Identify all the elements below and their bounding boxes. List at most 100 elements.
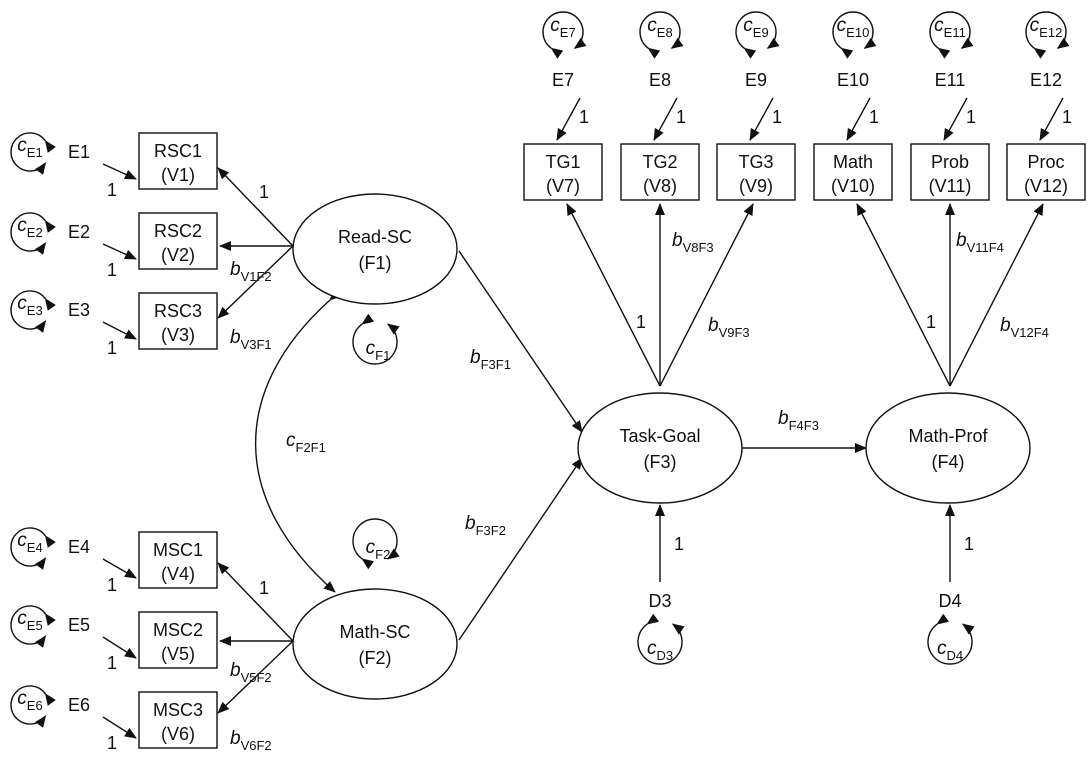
variance-label-e7: cE7 [550,15,575,40]
error-weight-e3: 1 [107,338,117,358]
observed-label-v2: RSC2 [154,221,202,241]
observed-label-v11: Prob [931,152,969,172]
observed-box-v3 [138,292,218,350]
observed-label-v1: RSC1 [154,141,202,161]
observed-code-v7: (V7) [546,176,580,196]
error-arrow-e7 [556,97,581,141]
error-label-e11: E11 [935,70,966,90]
variance-label-e5: cE5 [17,608,42,633]
observed-code-v6: (V6) [161,724,195,744]
latent-code-f4: (F4) [932,452,965,472]
error-arrow-e5 [102,636,137,659]
error-arrow-e12 [1039,97,1064,141]
observed-label-v8: TG2 [642,152,677,172]
observed-code-v1: (V1) [161,165,195,185]
loading-arrow-f1-v1 [217,167,294,247]
error-weight-e4: 1 [107,575,117,595]
variance-loop-e10 [832,11,877,59]
error-label-e7: E7 [552,70,574,90]
error-arrow-e11 [943,97,968,141]
latent-label-f4: Math-Prof [908,426,988,446]
observed-code-v3: (V3) [161,325,195,345]
error-label-e12: E12 [1030,70,1062,90]
path-label-f3f1: bF3F1 [470,347,511,372]
observed-box-v11 [910,143,990,201]
latent-ellipse-f4 [865,392,1031,504]
observed-box-v9 [716,143,796,201]
variance-label-d3: cD3 [647,638,673,663]
variance-label-e1: cE1 [17,135,42,160]
error-weight-e6: 1 [107,733,117,753]
path-label-f4f3: bF4F3 [778,408,819,433]
variance-label-e4: cE4 [17,530,42,555]
observed-box-v8 [620,143,700,201]
variance-loop-e3 [10,290,56,333]
error-weight-e12: 1 [1062,107,1072,127]
error-weight-e2: 1 [107,260,117,280]
loading-weight-f4-v10: 1 [926,312,936,332]
observed-label-v12: Proc [1027,152,1064,172]
variance-label-f1: cF1 [366,338,391,363]
observed-code-v10: (V10) [831,176,875,196]
disturbance-label-d3: D3 [648,591,671,611]
observed-box-v2 [138,212,218,270]
variance-label-e3: cE3 [17,293,42,318]
variance-label-f2: cF2 [366,537,391,562]
error-label-e8: E8 [649,70,671,90]
variance-loop-e12 [1025,11,1070,59]
observed-code-v4: (V4) [161,564,195,584]
loading-arrow-f1-v3 [217,245,294,319]
observed-box-v7 [523,143,603,201]
variance-loop-f1 [352,313,400,365]
latent-ellipse-f1 [292,193,458,305]
loading-arrow-f2-v6 [217,640,294,714]
path-arrow-f1-f3 [458,250,583,433]
loading-label-v6f2: bV6F2 [230,728,272,753]
observed-code-v8: (V8) [643,176,677,196]
error-weight-e1: 1 [107,180,117,200]
variance-loop-e4 [10,527,56,570]
error-arrow-e1 [102,163,137,180]
variance-loop-e2 [10,212,56,255]
error-weight-e10: 1 [869,107,879,127]
observed-box-v1 [138,132,218,190]
observed-code-v2: (V2) [161,245,195,265]
loading-weight-f2-v4: 1 [259,578,269,598]
error-weight-e7: 1 [579,107,589,127]
observed-label-v7: TG1 [545,152,580,172]
variance-label-e8: cE8 [647,15,672,40]
latent-label-f1: Read-SC [338,227,412,247]
latent-code-f3: (F3) [644,452,677,472]
loading-label-v9f3: bV9F3 [708,315,750,340]
loading-arrow-f4-v12 [949,203,1044,387]
disturbance-weight-d3: 1 [674,534,684,554]
error-label-e3: E3 [68,300,90,320]
covariance-arc-f1-f2 [254,288,342,593]
observed-label-v6: MSC3 [153,700,203,720]
loading-label-v5f2: bV5F2 [230,660,272,685]
error-arrow-e6 [102,716,137,739]
variance-label-e6: cE6 [17,688,42,713]
loading-weight-f1-v1: 1 [259,182,269,202]
variance-loop-e1 [10,132,56,175]
disturbance-weight-d4: 1 [964,534,974,554]
error-arrow-e8 [653,97,678,141]
variance-label-e9: cE9 [743,15,768,40]
loading-label-v1f2: bV1F2 [230,259,272,284]
variance-loop-e7 [542,11,587,59]
observed-label-v4: MSC1 [153,540,203,560]
error-label-e2: E2 [68,222,90,242]
error-arrow-e3 [102,321,137,340]
latent-ellipse-f2 [292,588,458,700]
observed-box-v10 [813,143,893,201]
error-weight-e8: 1 [676,107,686,127]
loading-arrow-f3-v9 [659,203,754,387]
variance-loop-e5 [10,605,56,648]
loading-arrow-f2-v4 [217,562,294,642]
disturbance-label-d4: D4 [938,591,961,611]
loading-weight-f3-v7: 1 [636,312,646,332]
error-weight-e5: 1 [107,653,117,673]
error-label-e4: E4 [68,537,90,557]
error-arrow-e2 [102,243,137,260]
